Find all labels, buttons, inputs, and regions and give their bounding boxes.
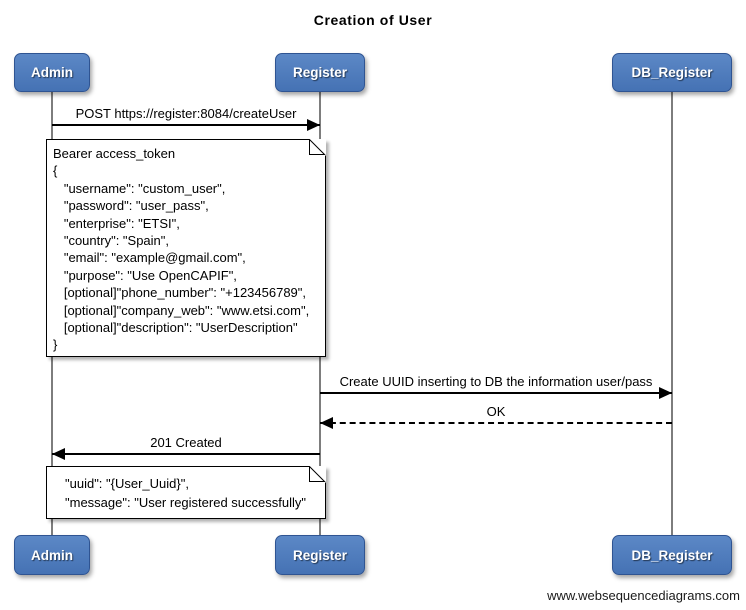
actor-admin-bottom: Admin xyxy=(14,535,90,575)
message-arrow-201-created xyxy=(52,447,320,461)
note-line: "email": "example@gmail.com", xyxy=(53,250,246,266)
actor-db-register-top: DB_Register xyxy=(612,53,732,92)
arrow-shaft xyxy=(320,392,672,394)
watermark-websequencediagrams: www.websequencediagrams.com xyxy=(547,588,740,603)
arrowhead-right-icon xyxy=(659,387,672,399)
message-arrow-create-uuid xyxy=(320,386,672,400)
note-fold-icon xyxy=(309,466,326,483)
note-line: "uuid": "{User_Uuid}", xyxy=(65,476,189,491)
arrow-shaft xyxy=(52,124,320,126)
diagram-title: Creation of User xyxy=(313,12,433,28)
actor-admin-top: Admin xyxy=(14,53,90,92)
actor-register-bottom: Register xyxy=(275,535,365,575)
note-line: } xyxy=(53,337,58,353)
arrowhead-left-icon xyxy=(320,417,333,429)
note-line: "enterprise": "ETSI", xyxy=(53,215,180,231)
message-arrow-ok xyxy=(320,416,672,430)
message-label-create-uuid: Create UUID inserting to DB the informat… xyxy=(339,374,653,389)
message-label-post-createuser: POST https://register:8084/createUser xyxy=(75,106,297,121)
note-line: Bearer access_token xyxy=(53,146,176,161)
note-line: [optional]"description": "UserDescriptio… xyxy=(53,320,298,336)
message-arrow-post-createuser xyxy=(52,118,320,132)
arrow-shaft xyxy=(52,453,320,455)
message-label-201-created: 201 Created xyxy=(150,435,222,450)
lifeline-db-register xyxy=(671,92,673,536)
arrow-shaft-dashed xyxy=(320,422,672,424)
note-line: "password": "user_pass", xyxy=(53,198,209,214)
note-line: "country": "Spain", xyxy=(53,233,170,249)
note-line: [optional]"phone_number": "+123456789", xyxy=(53,285,307,301)
note-response-body: "uuid": "{User_Uuid}", "message": "User … xyxy=(46,466,326,519)
note-fold-icon xyxy=(309,139,326,156)
actor-register-top: Register xyxy=(275,53,365,92)
arrowhead-right-icon xyxy=(307,119,320,131)
note-line: "username": "custom_user", xyxy=(53,180,226,196)
arrowhead-left-icon xyxy=(52,448,65,460)
note-line: "message": "User registered successfully… xyxy=(65,495,306,510)
note-line: { xyxy=(53,163,58,179)
message-label-ok: OK xyxy=(486,404,506,419)
note-request-body: Bearer access_token { "username": "custo… xyxy=(46,139,326,357)
note-line: "purpose": "Use OpenCAPIF", xyxy=(53,267,237,283)
note-line: [optional]"company_web": "www.etsi.com", xyxy=(53,302,310,318)
actor-db-register-bottom: DB_Register xyxy=(612,535,732,575)
